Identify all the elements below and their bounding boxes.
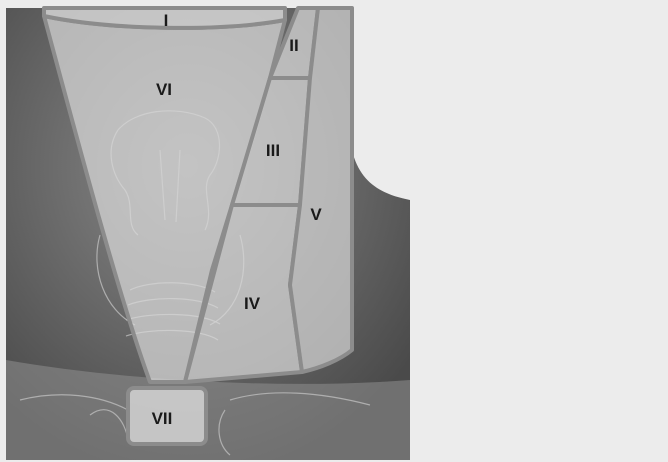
label-level-v: V: [310, 205, 322, 224]
label-level-ii: II: [289, 36, 298, 55]
label-level-iii: III: [266, 141, 280, 160]
label-level-i: I: [164, 11, 169, 30]
label-level-iv: IV: [244, 294, 261, 313]
label-level-vii: VII: [152, 409, 173, 428]
label-level-vi: VI: [156, 80, 172, 99]
